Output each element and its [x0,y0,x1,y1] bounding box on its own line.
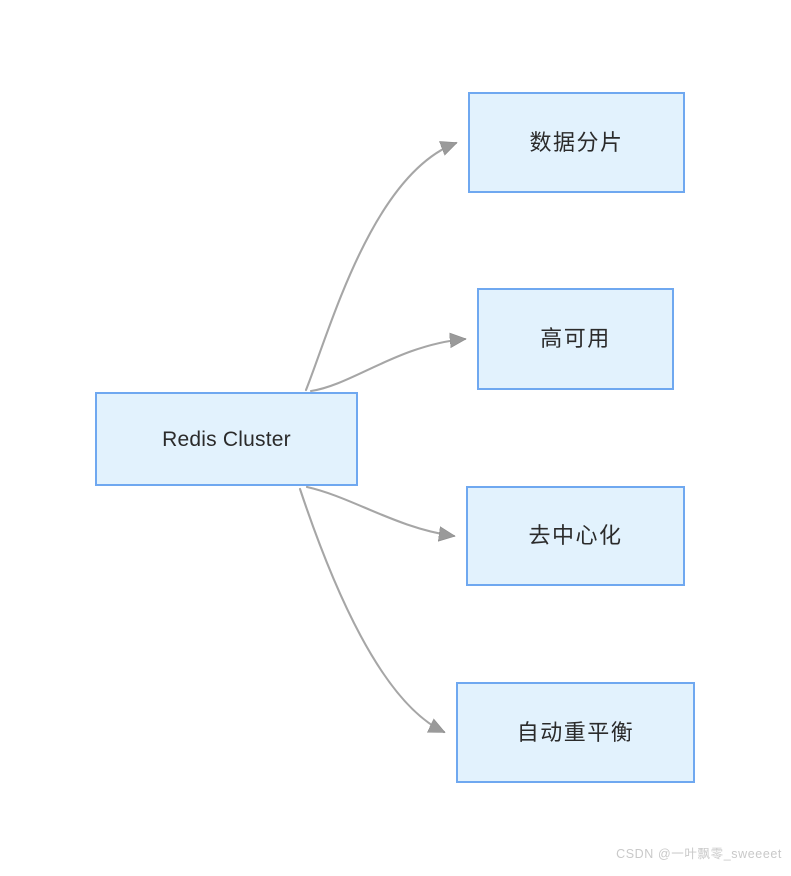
node-label: 去中心化 [528,523,623,548]
node-auto-rebalance[interactable]: 自动重平衡 [456,682,695,783]
node-label: 自动重平衡 [516,719,635,745]
edge-root-to-data-sharding [304,143,456,392]
watermark: CSDN @一叶飘零_sweeeet [616,847,782,861]
node-label: Redis Cluster [162,427,291,451]
edge-root-to-decentralization [305,485,454,536]
node-label: 数据分片 [529,129,624,155]
node-data-sharding[interactable]: 数据分片 [468,92,685,193]
edge-root-to-high-availability [309,339,465,393]
node-high-availability[interactable]: 高可用 [477,288,674,390]
node-decentralization[interactable]: 去中心化 [466,486,685,586]
edge-root-to-auto-rebalance [298,487,444,734]
node-label: 高可用 [540,326,611,351]
node-redis-cluster[interactable]: Redis Cluster [95,392,358,486]
